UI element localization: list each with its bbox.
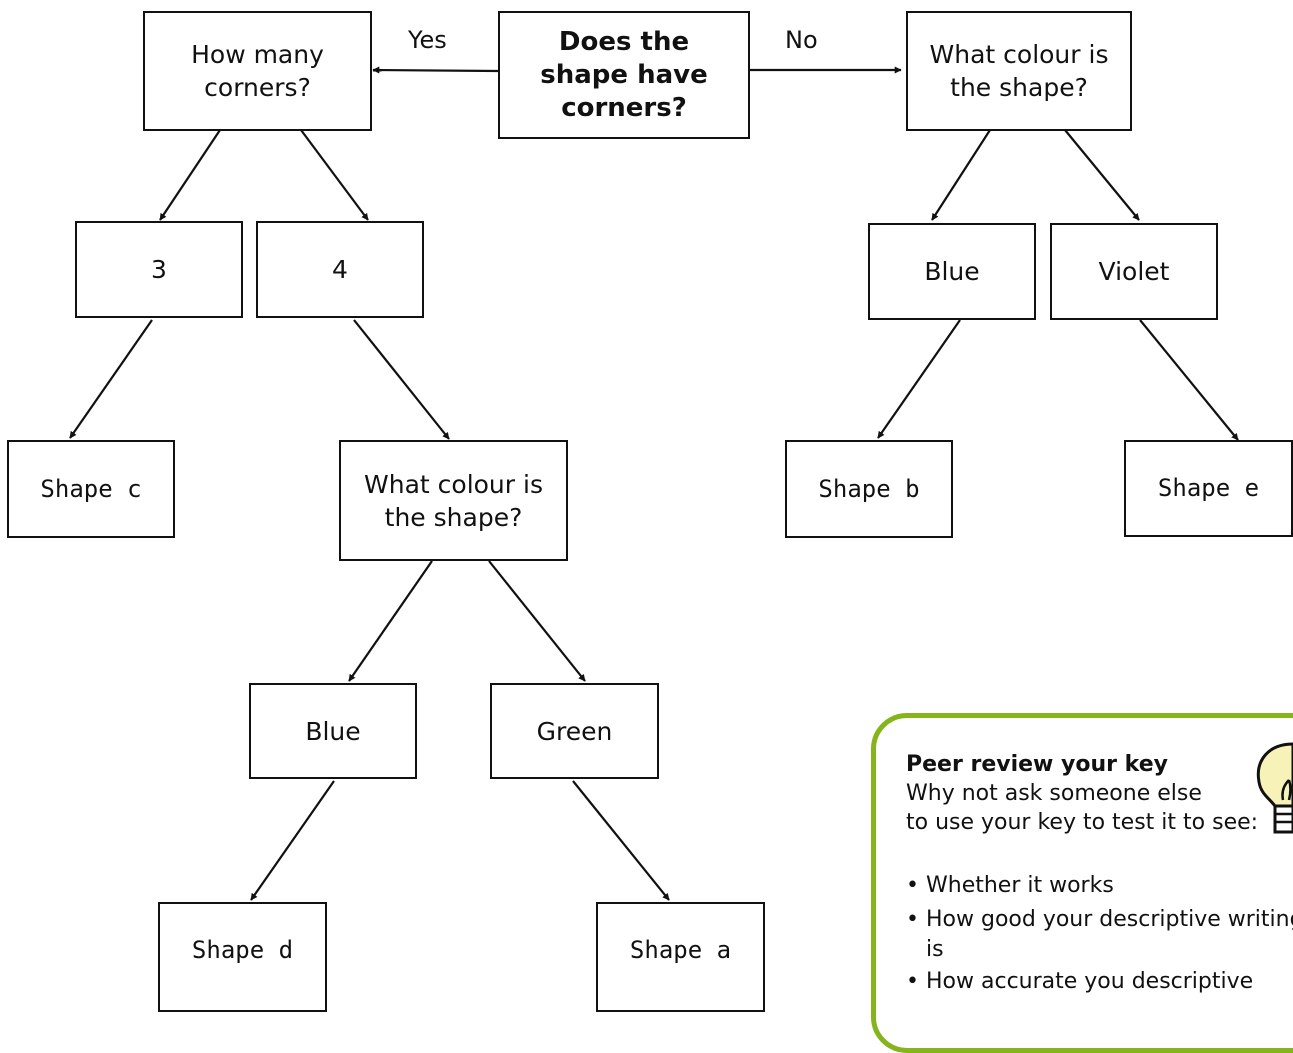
shape-b-text: Shape b	[818, 474, 920, 503]
shape-a-box: Shape a	[596, 902, 765, 1012]
arrow-to-shape-d	[250, 780, 335, 901]
arrow-to-shape-a	[572, 780, 670, 901]
bullet-text: How accurate you descriptive	[926, 969, 1254, 994]
shape-d-box: Shape d	[158, 902, 327, 1012]
bullet-dot: •	[906, 907, 919, 932]
peer-review-title: Peer review your key	[906, 752, 1168, 777]
right-blue-text: Blue	[924, 257, 980, 286]
answer-3-text: 3	[151, 255, 167, 284]
peer-review-bullet: • Whether it works	[906, 873, 1114, 898]
lightbulb-icon	[1256, 742, 1293, 834]
shape-d-text: Shape d	[191, 936, 294, 964]
answer-box-green: Green	[490, 683, 659, 779]
colour-question-text-mid: What colour is the shape?	[364, 469, 543, 532]
answer-box-violet: Violet	[1050, 223, 1218, 320]
arrow-layer	[69, 66, 1239, 901]
violet-text: Violet	[1098, 257, 1170, 286]
bullet-dot: •	[906, 873, 919, 898]
edge-label-no: No	[785, 26, 818, 54]
arrow-to-violet	[1064, 129, 1140, 221]
arrow-to-mid-question	[353, 319, 450, 440]
green-text: Green	[536, 716, 613, 746]
colour-question-text-right: What colour is the shape?	[929, 40, 1109, 102]
corners-question-box: How many corners?	[143, 11, 372, 131]
arrow-to-mid-blue	[348, 560, 433, 682]
bullet-text: is	[926, 937, 944, 962]
root-question-text: Does the shape have corners?	[540, 26, 708, 123]
arrow-to-shape-e	[1139, 319, 1239, 441]
shape-e-box: Shape e	[1124, 440, 1293, 537]
arrow-to-green	[488, 560, 586, 682]
peer-review-bullet: • How good your descriptive writing	[906, 907, 1293, 932]
answer-4-text: 4	[332, 255, 348, 284]
colour-question-box-right: What colour is the shape?	[906, 11, 1132, 131]
answer-box-mid-blue: Blue	[249, 683, 417, 779]
shape-a-text: Shape a	[629, 936, 732, 964]
shape-e-text: Shape e	[1157, 474, 1260, 502]
corners-question-text: How many corners?	[191, 40, 324, 102]
edge-label-yes: Yes	[408, 26, 447, 54]
answer-box-4: 4	[256, 221, 424, 318]
shape-c-box: Shape c	[7, 440, 175, 538]
peer-review-bullet-continuation: is	[926, 937, 944, 962]
bullet-text: How good your descriptive writing	[926, 907, 1293, 932]
peer-review-bullet: • How accurate you descriptive	[906, 969, 1253, 994]
answer-box-right-blue: Blue	[868, 223, 1036, 320]
colour-question-box-mid: What colour is the shape?	[339, 440, 568, 561]
shape-b-box: Shape b	[785, 440, 953, 538]
answer-box-3: 3	[75, 221, 243, 318]
bullet-text: Whether it works	[926, 873, 1114, 898]
arrow-to-shape-c	[69, 319, 153, 439]
peer-review-line-2: to use your key to test it to see:	[906, 810, 1259, 835]
arrow-to-3	[159, 129, 221, 221]
shape-c-text: Shape c	[40, 474, 142, 503]
bullet-dot: •	[906, 969, 919, 994]
arrow-to-shape-b	[877, 319, 961, 439]
arrow-to-right-blue	[931, 129, 991, 221]
root-question-box: Does the shape have corners?	[498, 11, 750, 139]
arrow-yes	[372, 66, 499, 74]
peer-review-line-1: Why not ask someone else	[906, 781, 1202, 806]
mid-blue-text: Blue	[305, 716, 361, 746]
arrow-to-4	[300, 129, 369, 221]
